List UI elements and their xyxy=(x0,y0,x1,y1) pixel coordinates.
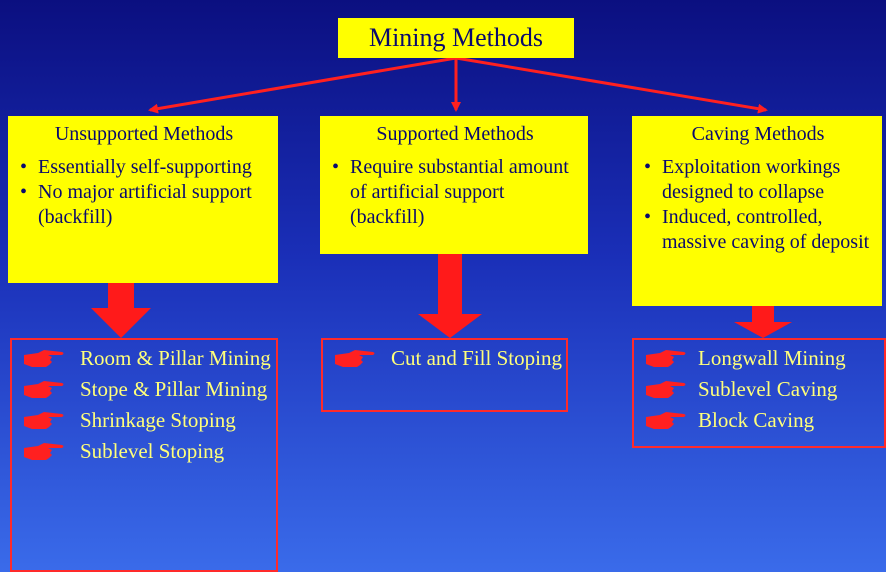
result-label: Room & Pillar Mining xyxy=(80,346,271,370)
bullet-item: No major artificial support (backfill) xyxy=(18,180,270,230)
result-label: Sublevel Caving xyxy=(698,377,838,401)
list-item: Sublevel Stoping xyxy=(22,436,272,467)
method-heading: Supported Methods xyxy=(376,123,534,145)
bullet-item: Exploitation workings designed to collap… xyxy=(642,155,874,205)
supported-results-list: Cut and Fill Stoping xyxy=(321,338,568,412)
pointing-hand-icon xyxy=(646,350,686,367)
method-bullets: Require substantial amount of artificial… xyxy=(330,155,580,230)
method-heading: Caving Methods xyxy=(691,123,825,145)
result-label: Block Caving xyxy=(698,408,815,432)
method-bullets: Essentially self-supporting No major art… xyxy=(18,155,270,230)
block-arrow-supported xyxy=(418,254,482,338)
unsupported-methods-box: Unsupported Methods Essentially self-sup… xyxy=(8,116,278,283)
method-heading: Unsupported Methods xyxy=(54,123,234,145)
list-item: Sublevel Caving xyxy=(644,374,880,405)
list-item: Longwall Mining xyxy=(644,343,880,374)
bullet-item: Require substantial amount of artificial… xyxy=(330,155,580,230)
supported-methods-box: Supported Methods Require substantial am… xyxy=(320,116,588,254)
unsupported-results-list: Room & Pillar Mining Stope & Pillar Mini… xyxy=(10,338,278,572)
list-item: Shrinkage Stoping xyxy=(22,405,272,436)
caving-results-list: Longwall Mining Sublevel Caving Block Ca… xyxy=(632,338,886,448)
page-title: Mining Methods xyxy=(338,18,574,58)
pointing-hand-icon xyxy=(24,412,64,429)
pointing-hand-icon xyxy=(335,350,375,367)
list-item: Cut and Fill Stoping xyxy=(333,343,562,374)
block-arrow-caving xyxy=(734,306,792,338)
block-arrow-unsupported xyxy=(91,283,151,338)
result-label: Shrinkage Stoping xyxy=(80,408,236,432)
result-label: Stope & Pillar Mining xyxy=(80,377,268,401)
list-item: Block Caving xyxy=(644,405,880,436)
pointing-hand-icon xyxy=(646,381,686,398)
pointing-hand-icon xyxy=(24,443,64,460)
result-label: Longwall Mining xyxy=(698,346,846,370)
pointing-hand-icon xyxy=(646,412,686,429)
pointing-hand-icon xyxy=(24,381,64,398)
pointing-hand-icon xyxy=(24,350,64,367)
result-label: Cut and Fill Stoping xyxy=(391,346,562,370)
arrow-to-caving xyxy=(455,56,768,114)
result-label: Sublevel Stoping xyxy=(80,439,225,463)
caving-methods-box: Caving Methods Exploitation workings des… xyxy=(632,116,882,306)
list-item: Room & Pillar Mining xyxy=(22,343,272,374)
bullet-item: Essentially self-supporting xyxy=(18,155,270,180)
bullet-item: Induced, controlled, massive caving of d… xyxy=(642,205,874,255)
method-bullets: Exploitation workings designed to collap… xyxy=(642,155,874,255)
list-item: Stope & Pillar Mining xyxy=(22,374,272,405)
arrow-to-unsupported xyxy=(148,56,457,114)
